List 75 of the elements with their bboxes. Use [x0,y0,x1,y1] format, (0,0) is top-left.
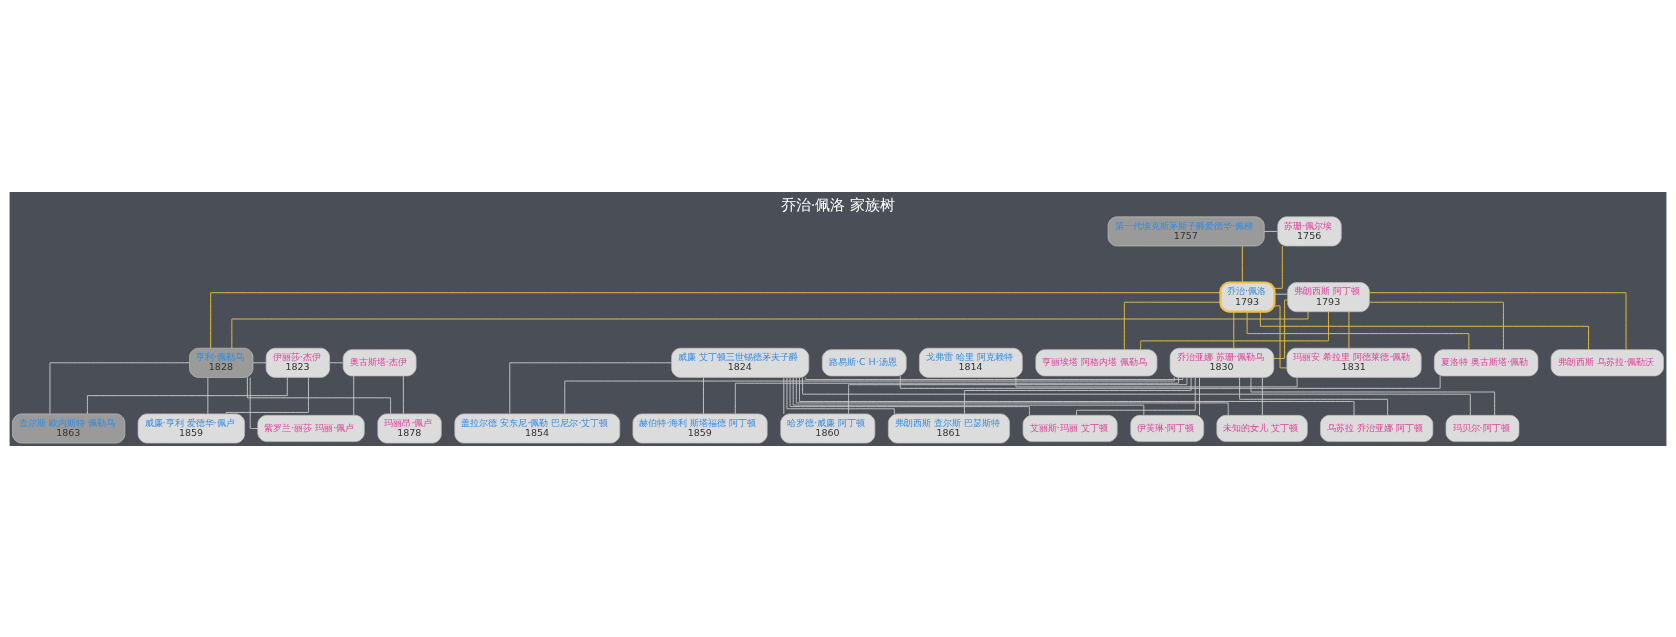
connector [1263,230,1278,232]
connector [798,376,1355,416]
connector [210,291,1221,348]
node-box: 亨利·佩勒乌 1828 [189,347,254,378]
node-box: 玛贝尔·阿丁顿 [1445,414,1520,442]
node-box: 玛丽昂·佩卢 1878 [377,413,442,443]
node-box: 弗朗西斯 乌苏拉·佩勒沃 [1550,348,1664,376]
connector [792,376,1145,416]
connector [1123,301,1221,350]
connector [1274,293,1288,295]
node-box: 哈罗德·威廉 阿丁顿 1860 [780,413,876,443]
node-box: 夏洛特 奥古斯塔·佩勒 [1433,348,1539,376]
connector [249,376,259,429]
connector [564,376,1175,414]
connector [899,375,1441,389]
connector [1274,245,1283,289]
node-box: 亨丽埃塔 阿格内塔 佩勒乌 [1035,348,1158,376]
connector [1261,376,1263,416]
node-box: 查尔斯 欧内斯特 佩勒乌 1863 [12,413,126,443]
node-box: 弗朗西斯 阿丁顿 1793 [1287,281,1370,312]
connector [402,375,404,414]
connector [1140,310,1329,350]
connector [1250,376,1496,416]
connector [252,361,267,363]
node-box: 弗朗西斯 查尔斯 巴瑟斯特 1861 [888,413,1010,443]
node-box: 艾丽斯·玛丽 艾丁顿 [1022,414,1118,442]
connector [703,376,704,414]
node-box: 伊芙琳·阿丁顿 [1130,414,1205,442]
connector [783,376,785,414]
connector [225,376,309,414]
connector [1246,310,1470,350]
connector [848,376,1188,414]
diagram-title: 乔治·佩洛 家族树 [780,195,896,213]
connector [207,376,209,414]
connector [1241,245,1243,283]
connector [246,376,392,414]
connector [509,361,672,414]
connector [789,376,1030,416]
node-box: 苏珊·佩尔埃 1756 [1277,215,1342,246]
connector [734,376,1179,414]
connector [786,376,895,414]
node-box: 赫伯特·海利 斯塔福德 阿丁顿 1859 [632,413,768,443]
connector [1199,376,1200,416]
node-box: 威廉·亨利 爱德华·佩卢 1859 [137,413,245,443]
connector [1259,311,1590,350]
connector [353,375,355,416]
connector [1348,311,1350,349]
node-box: 乌苏拉 乔治亚娜 阿丁顿 [1320,414,1434,442]
node-box: 奥古斯塔·杰伊 [342,348,417,376]
connector [1015,376,1298,387]
connector [1274,304,1288,368]
node-box: 未知的女儿 艾丁顿 [1216,414,1308,442]
node-box: 紫罗兰·丽莎 玛丽·佩卢 [257,414,365,442]
connector [49,361,190,414]
node-box: 威廉 艾丁顿三世锡德茅夫子爵 1824 [671,347,810,378]
node-box: 伊丽莎·杰伊 1823 [265,347,330,378]
connector [795,376,1229,416]
node-box: 戈弗雷 哈里 阿克赖特 1814 [919,347,1023,378]
connector [1273,299,1288,359]
connector [1233,311,1235,349]
node-box: 玛丽安 希拉里 阿德莱德·佩勒 1831 [1286,347,1422,378]
node-box: 盖拉尔德 安东尼·佩勒 巴尼尔·艾丁顿 1854 [454,413,621,443]
node-box: 乔治亚娜 苏珊·佩勒乌 1830 [1169,347,1275,378]
connector [231,310,1309,348]
connector [329,361,344,363]
node-box: 第一代埃克斯茅斯子爵爱德华·佩柳 1757 [1107,215,1265,246]
connector [963,376,1192,414]
connector [1239,376,1389,416]
connector [1369,301,1504,350]
connector [1076,376,1196,416]
connector [1369,291,1627,350]
node-box: 乔治·佩洛 1793 [1219,280,1276,313]
connector [805,376,1184,380]
connector [802,376,1471,416]
node-box: 路易斯·C H·汤恩 [821,348,907,376]
